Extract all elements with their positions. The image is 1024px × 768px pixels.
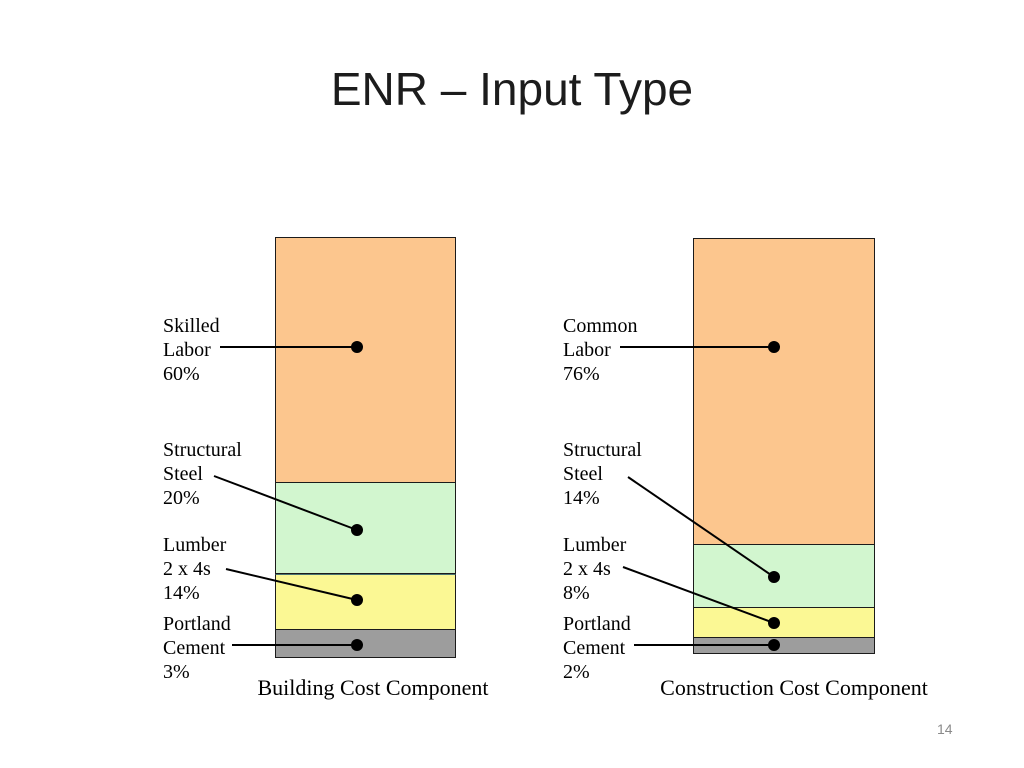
stacked-bar-1 (693, 238, 875, 654)
bar-segment-structural-steel (275, 483, 456, 574)
chart-caption: Construction Cost Component (660, 675, 928, 700)
bar-segment-lumber-2-x-4s (275, 574, 456, 630)
segment-label: Common Labor 76% (563, 315, 638, 385)
segment-label: Structural Steel 20% (163, 439, 242, 509)
bar-segment-portland-cement (275, 630, 456, 658)
bar-segment-structural-steel (693, 545, 875, 608)
segment-label: Portland Cement 3% (163, 613, 231, 683)
segment-label: Lumber 2 x 4s 14% (163, 534, 227, 604)
segment-label: Structural Steel 14% (563, 439, 642, 509)
stacked-bar-0 (275, 237, 456, 658)
page-number: 14 (937, 721, 953, 737)
segment-label: Skilled Labor 60% (163, 315, 220, 385)
segment-label: Lumber 2 x 4s 8% (563, 534, 627, 604)
bar-segment-portland-cement (693, 638, 875, 654)
bar-segment-common-labor (693, 238, 875, 545)
bar-segment-skilled-labor (275, 237, 456, 483)
slide-title: ENR – Input Type (330, 63, 694, 115)
bar-segment-lumber-2-x-4s (693, 608, 875, 638)
chart-caption: Building Cost Component (257, 675, 489, 700)
segment-label: Portland Cement 2% (563, 613, 631, 683)
